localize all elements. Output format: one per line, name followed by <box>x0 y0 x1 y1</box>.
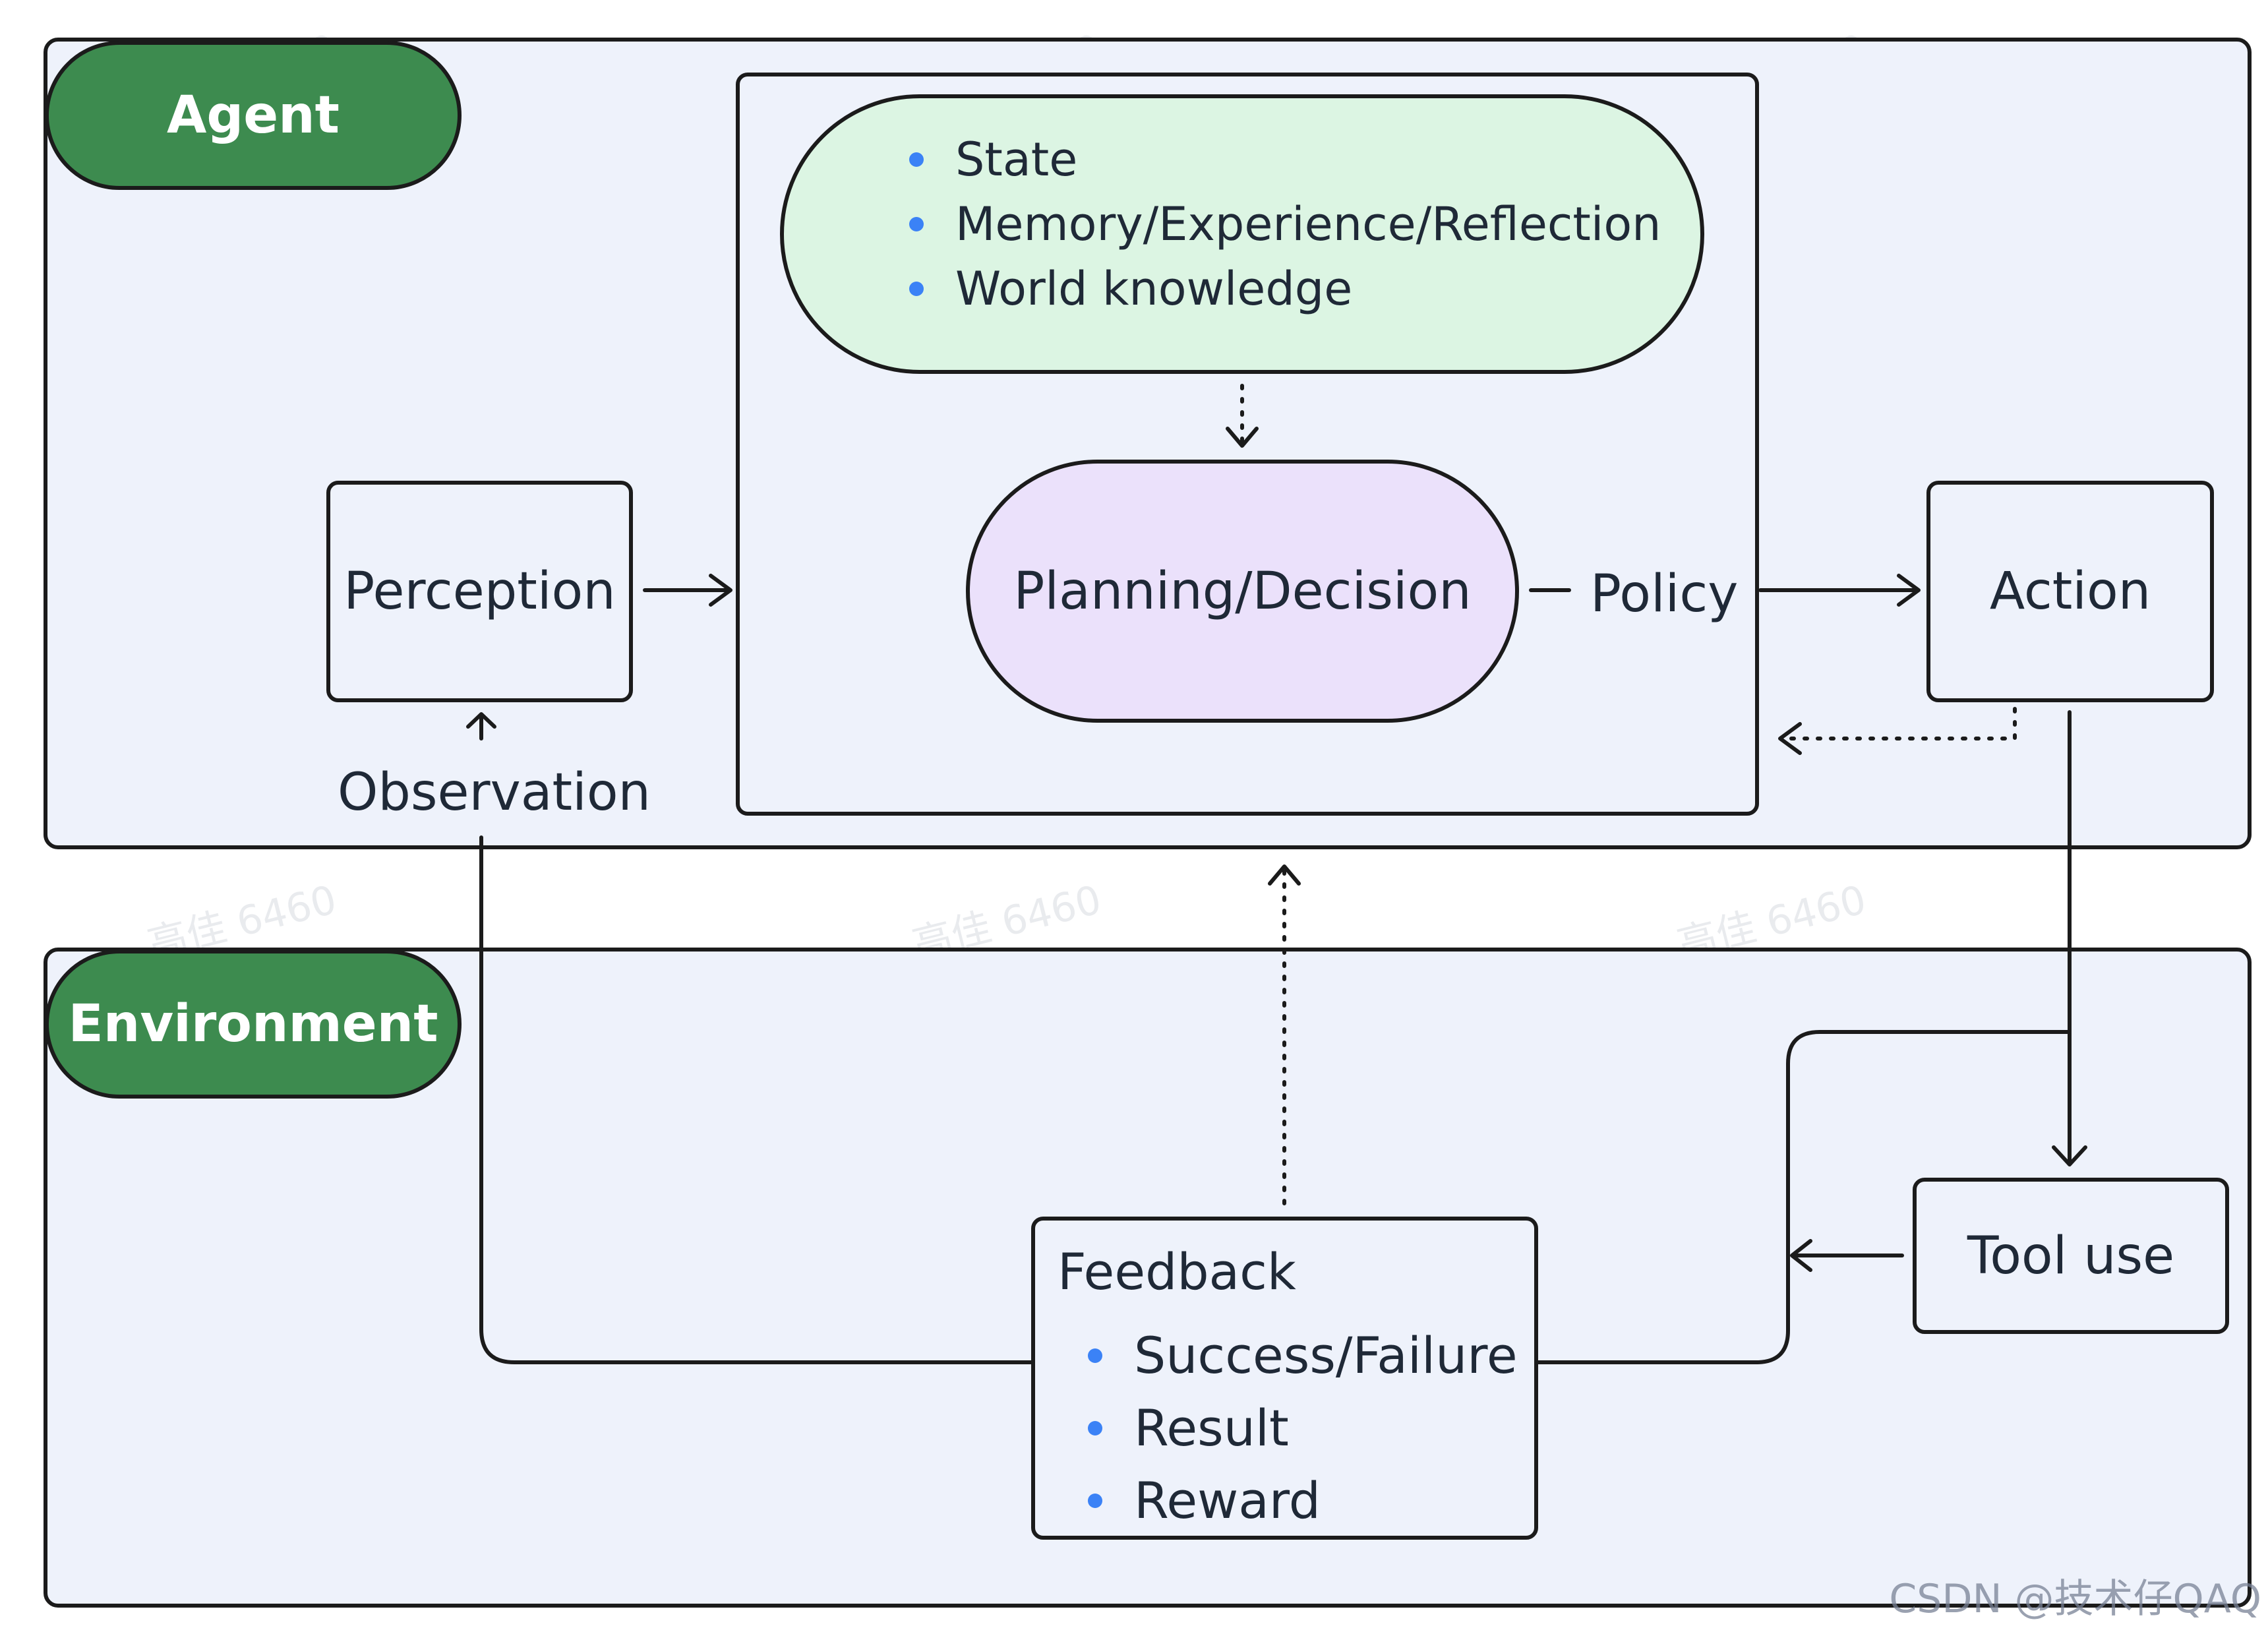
arrowhead-observation-to-perception <box>466 712 496 729</box>
arrowhead-feedback-to-core-dotted <box>1268 864 1301 886</box>
knowledge-list: State Memory/Experience/Reflection World… <box>909 127 1661 321</box>
knowledge-item: State <box>909 127 1661 192</box>
observation-label: Observation <box>338 763 651 822</box>
knowledge-pill: State Memory/Experience/Reflection World… <box>780 94 1704 374</box>
bullet-dot <box>1088 1421 1102 1436</box>
connector-tool-use-to-feedback <box>1536 1030 2072 1364</box>
action-box: Action <box>1926 481 2214 702</box>
credit-watermark: CSDN @技术仔QAQ <box>1889 1576 2261 1622</box>
feedback-item: Result <box>1088 1392 1518 1465</box>
feedback-item: Success/Failure <box>1088 1319 1518 1392</box>
perception-box: Perception <box>326 481 633 702</box>
bullet-dot <box>909 152 924 167</box>
tool-use-box: Tool use <box>1913 1178 2229 1334</box>
feedback-list: Success/Failure Result Reward <box>1088 1319 1518 1537</box>
feedback-item: Reward <box>1088 1465 1518 1537</box>
feedback-title: Feedback <box>1058 1242 1296 1301</box>
policy-label: Policy <box>1590 564 1739 624</box>
action-label: Action <box>1989 562 2151 621</box>
connector-feedback-to-observation <box>479 835 1033 1364</box>
knowledge-item: World knowledge <box>909 257 1661 321</box>
bullet-dot <box>909 282 924 296</box>
knowledge-item: Memory/Experience/Reflection <box>909 192 1661 257</box>
bullet-dot <box>909 217 924 231</box>
arrowhead-knowledge-to-planning <box>1226 427 1259 448</box>
planning-decision-label: Planning/Decision <box>1013 561 1472 621</box>
environment-label: Environment <box>45 950 462 1099</box>
feedback-box: Feedback Success/Failure Result Reward <box>1031 1217 1538 1540</box>
arrow-action-to-core-dotted <box>1781 707 2017 740</box>
tool-use-label: Tool use <box>1967 1226 2175 1286</box>
bullet-dot <box>1088 1348 1102 1363</box>
arrowhead-action-to-tool-use <box>2052 1145 2087 1166</box>
arrowhead-policy-to-action <box>1897 574 1921 607</box>
arrowhead-perception-to-core <box>709 574 732 607</box>
bullet-dot <box>1088 1494 1102 1508</box>
agent-label: Agent <box>45 41 462 190</box>
planning-decision-pill: Planning/Decision <box>966 460 1519 723</box>
perception-label: Perception <box>343 562 616 621</box>
arrowhead-tool-use-to-loop <box>1790 1239 1812 1272</box>
arrowhead-action-to-core-dotted <box>1778 722 1802 755</box>
